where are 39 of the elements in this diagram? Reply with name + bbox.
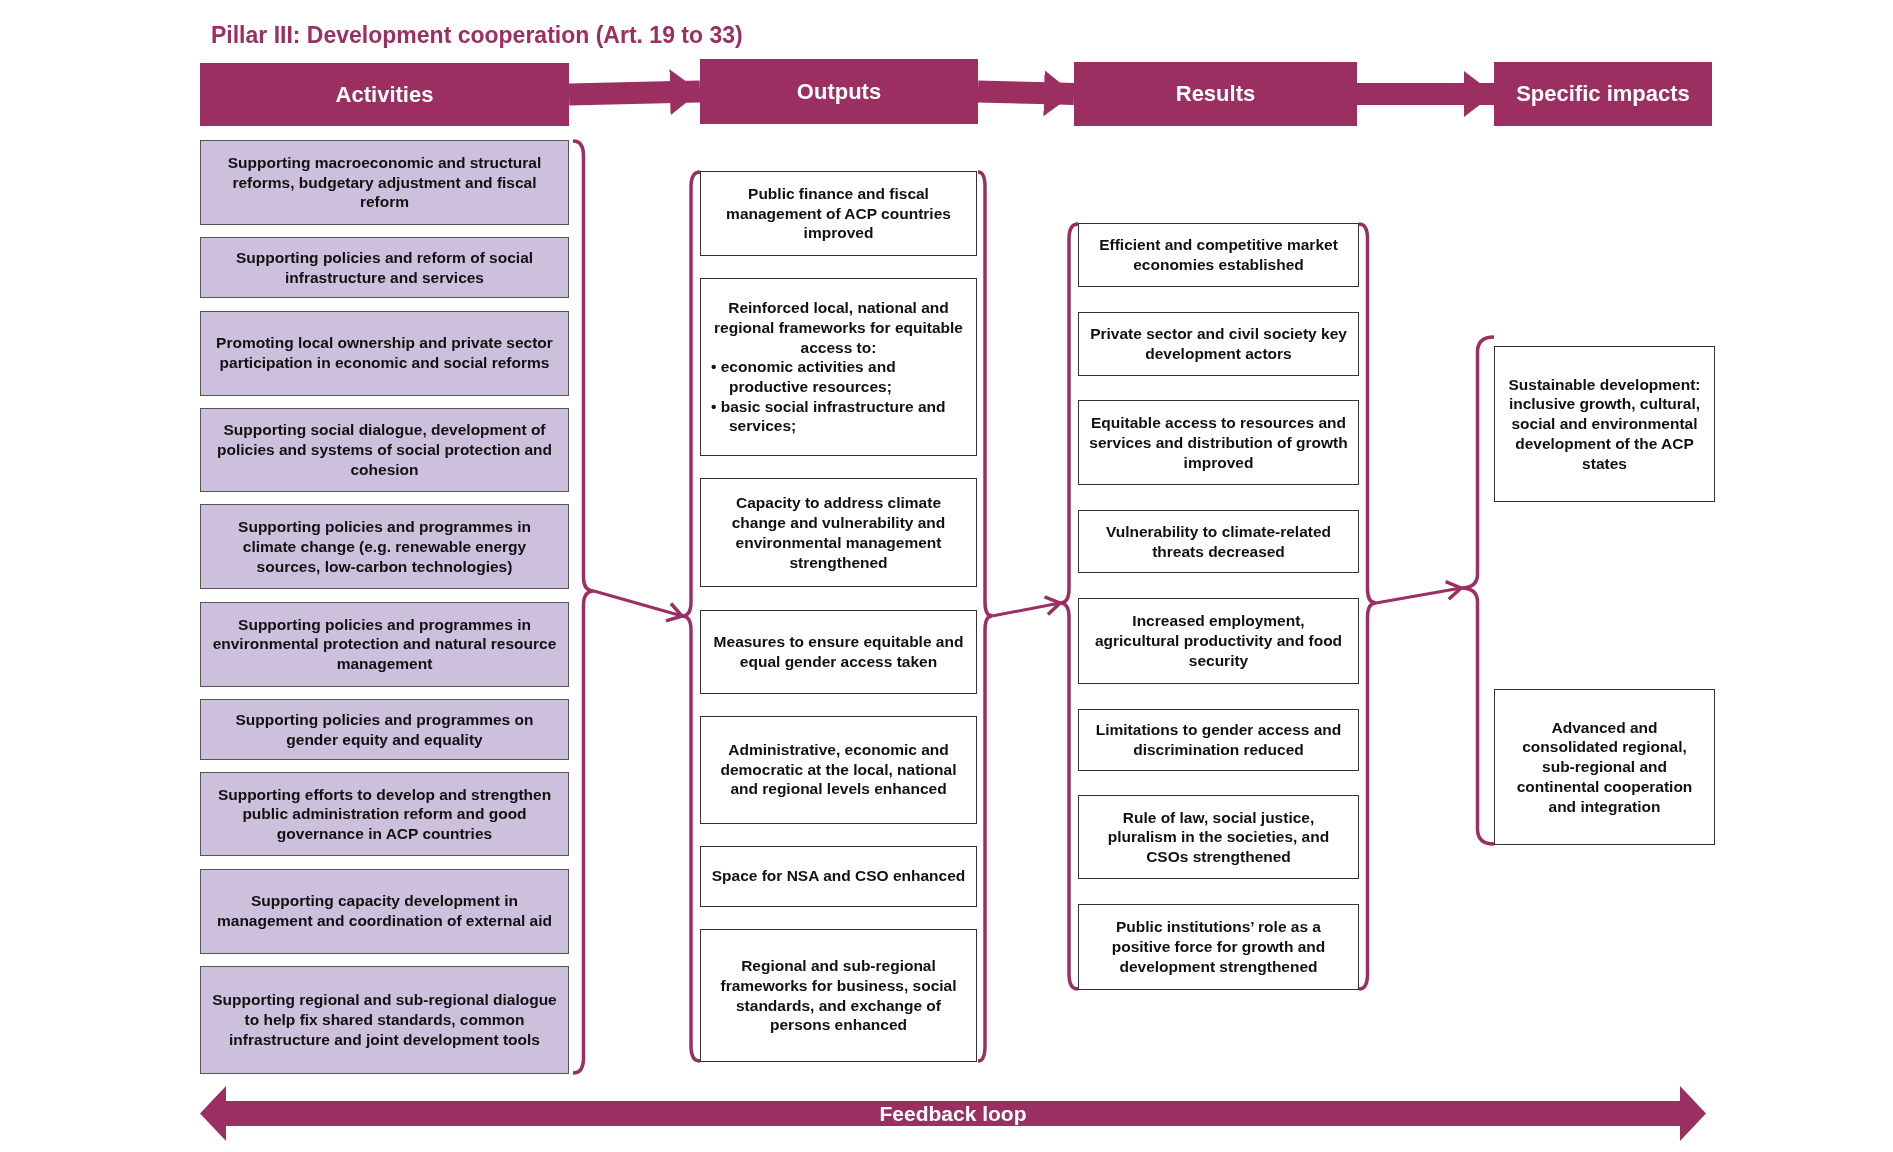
outcome-box: Space for NSA and CSO enhanced bbox=[700, 845, 977, 907]
outcome-box: Equitable access to resources and services and distribution of growth improved bbox=[1078, 400, 1359, 486]
column-header: Specific impacts bbox=[1494, 62, 1712, 126]
outcome-box: Advanced and consolidated regional, sub-regional and continental cooperation and integration bbox=[1494, 689, 1715, 845]
activity-box: Supporting regional and sub-regional dialogue to help fix shared standards, common infrastructure and joint development tools bbox=[200, 966, 569, 1074]
activity-box: Supporting policies and programmes in climate change (e.g. renewable energy sources, low-carbon technologies) bbox=[200, 504, 569, 590]
outcome-box: Efficient and competitive market economies established bbox=[1078, 223, 1359, 287]
activity-box: Supporting social dialogue, development of policies and systems of social protection and cohesion bbox=[200, 408, 569, 492]
outcome-box: Rule of law, social justice, pluralism in the societies, and CSOs strengthened bbox=[1078, 795, 1359, 880]
activity-box: Supporting policies and programmes in environmental protection and natural resource management bbox=[200, 601, 569, 687]
activity-box: Supporting capacity development in management and coordination of external aid bbox=[200, 868, 569, 954]
activity-box: Supporting efforts to develop and strengthen public administration reform and good governance in ACP countries bbox=[200, 772, 569, 857]
arrow bbox=[977, 70, 1075, 117]
arrow bbox=[568, 69, 701, 116]
feedback-arrow: Feedback loop bbox=[200, 1086, 1706, 1141]
arrow bbox=[1357, 71, 1494, 117]
arrow bbox=[991, 595, 1062, 618]
outcome-box: Vulnerability to climate-related threats decreased bbox=[1078, 510, 1359, 574]
arrow bbox=[1375, 579, 1463, 605]
outcome-box: Private sector and civil society key development actors bbox=[1078, 311, 1359, 376]
outcome-box: Measures to ensure equitable and equal gender access taken bbox=[700, 609, 977, 694]
arrow bbox=[593, 589, 684, 623]
outcome-box: Public institutions’ role as a positive force for growth and development strengthened bbox=[1078, 904, 1359, 990]
outcome-box: Reinforced local, national and regional frameworks for equitable access to: • economic activities and productive resources; • basic social infrastructure and services; bbox=[700, 278, 977, 457]
outcome-box: Limitations to gender access and discrimination reduced bbox=[1078, 708, 1359, 771]
column-header: Activities bbox=[200, 63, 569, 126]
outcome-box: Capacity to address climate change and vulnerability and environmental management strengthened bbox=[700, 478, 977, 588]
activity-box: Supporting policies and programmes on gender equity and equality bbox=[200, 699, 569, 760]
column-header: Outputs bbox=[700, 59, 978, 124]
activity-box: Promoting local ownership and private sector participation in economic and social reforms bbox=[200, 310, 569, 396]
outcome-box: Public finance and fiscal management of ACP countries improved bbox=[700, 171, 977, 256]
outcome-box: Administrative, economic and democratic at the local, national and regional levels enhanced bbox=[700, 715, 977, 824]
diagram-title: Pillar III: Development cooperation (Art. 19 to 33) bbox=[211, 22, 743, 49]
outcome-box: Sustainable development: inclusive growth, cultural, social and environmental development of the ACP states bbox=[1494, 346, 1715, 502]
column-header: Results bbox=[1074, 62, 1357, 126]
activity-box: Supporting policies and reform of social infrastructure and services bbox=[200, 237, 569, 299]
activity-box: Supporting macroeconomic and structural reforms, budgetary adjustment and fiscal reform bbox=[200, 140, 569, 225]
outcome-box: Increased employment, agricultural productivity and food security bbox=[1078, 597, 1359, 684]
outcome-box: Regional and sub-regional frameworks for business, social standards, and exchange of persons enhanced bbox=[700, 929, 977, 1062]
